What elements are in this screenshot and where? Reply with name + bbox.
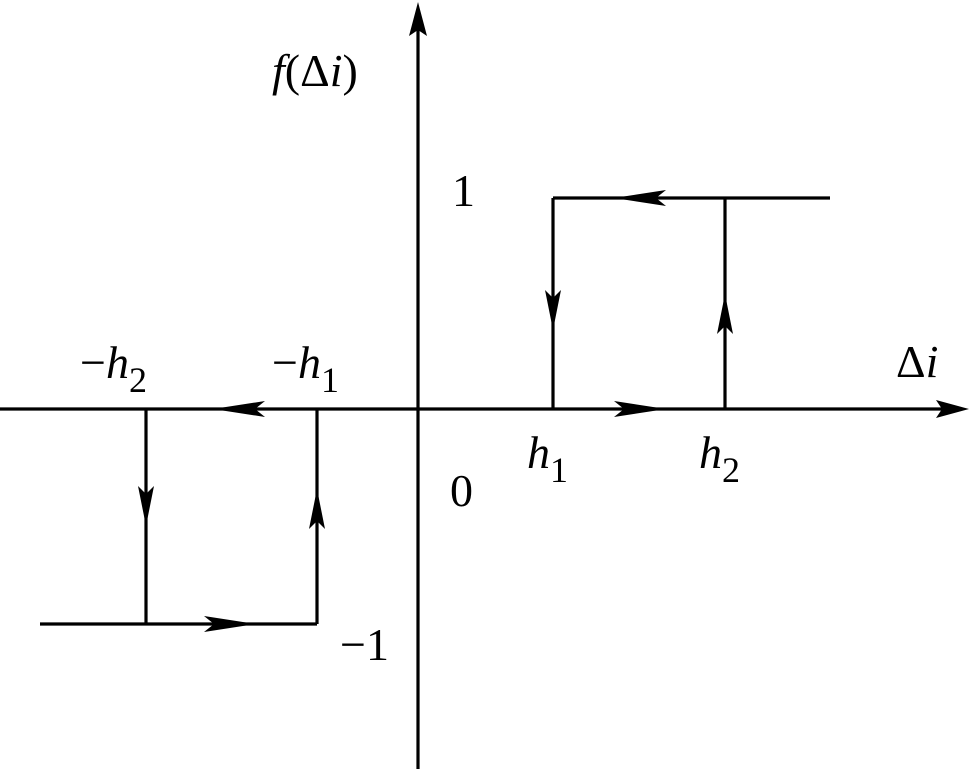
positive-axis-right-arrow — [614, 401, 666, 417]
h2-label: h2 — [699, 427, 740, 490]
x-axis-arrowhead — [936, 400, 969, 418]
y-axis-arrowhead — [409, 2, 427, 36]
lower-level-arrow — [204, 616, 256, 632]
h2-up-arrow — [717, 294, 733, 334]
h1-down-arrow — [545, 290, 561, 330]
neg-h2-label: −h2 — [80, 337, 147, 400]
neg-h2-down-arrow — [138, 486, 154, 526]
y-tick-one: 1 — [452, 165, 475, 216]
x-axis-label: Δi — [896, 336, 938, 387]
neg-h1-label: −h1 — [272, 337, 339, 400]
neg-h1-up-arrow — [309, 489, 325, 529]
negative-axis-left-arrow — [213, 401, 265, 417]
h1-label: h1 — [527, 427, 568, 490]
y-axis-label: f(Δi) — [272, 45, 358, 96]
upper-level-arrow — [614, 190, 666, 206]
origin-label: 0 — [450, 465, 473, 516]
y-tick-minus-one: −1 — [340, 619, 389, 670]
